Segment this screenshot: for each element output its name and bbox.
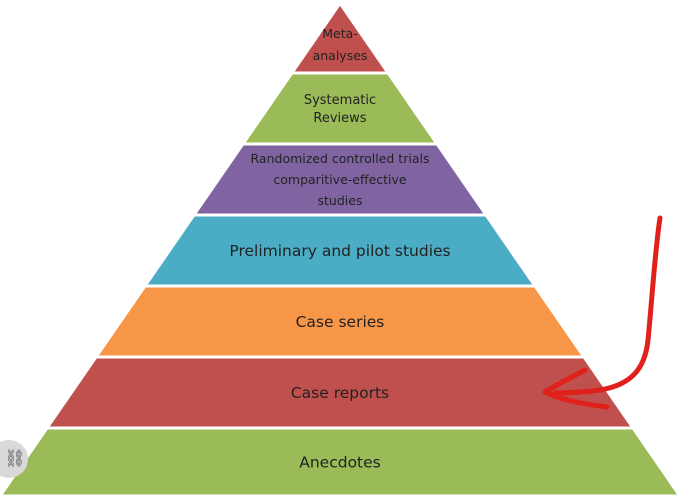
pyramid-level-3-label: Randomized controlled trials xyxy=(251,151,430,166)
pyramid-level-3-label: comparitive-effective xyxy=(273,172,407,187)
pyramid-level-3 xyxy=(194,144,486,215)
pyramid-level-6 xyxy=(47,357,633,428)
pyramid-level-2-label: Reviews xyxy=(313,111,366,126)
pyramid-level-7-label: Anecdotes xyxy=(299,453,381,471)
pyramid-level-5-label: Case series xyxy=(296,313,385,331)
annotation-arrowhead xyxy=(542,367,610,410)
pyramid-level-3-label: studies xyxy=(318,193,363,208)
annotation-arrow xyxy=(552,215,663,396)
pyramid-level-2-label: Systematic xyxy=(304,93,376,108)
pyramid-level-1-label: analyses xyxy=(313,48,368,63)
pyramid-level-6-label: Case reports xyxy=(291,384,389,402)
pyramid-level-5 xyxy=(96,286,584,357)
pyramid-level-1-label: Meta- xyxy=(322,26,358,41)
pyramid-level-4-label: Preliminary and pilot studies xyxy=(229,242,450,260)
link-icon[interactable]: ⛓ xyxy=(0,440,28,478)
pyramid-level-1 xyxy=(292,4,388,73)
pyramid-level-2 xyxy=(243,73,437,144)
pyramid-level-4 xyxy=(145,215,535,286)
